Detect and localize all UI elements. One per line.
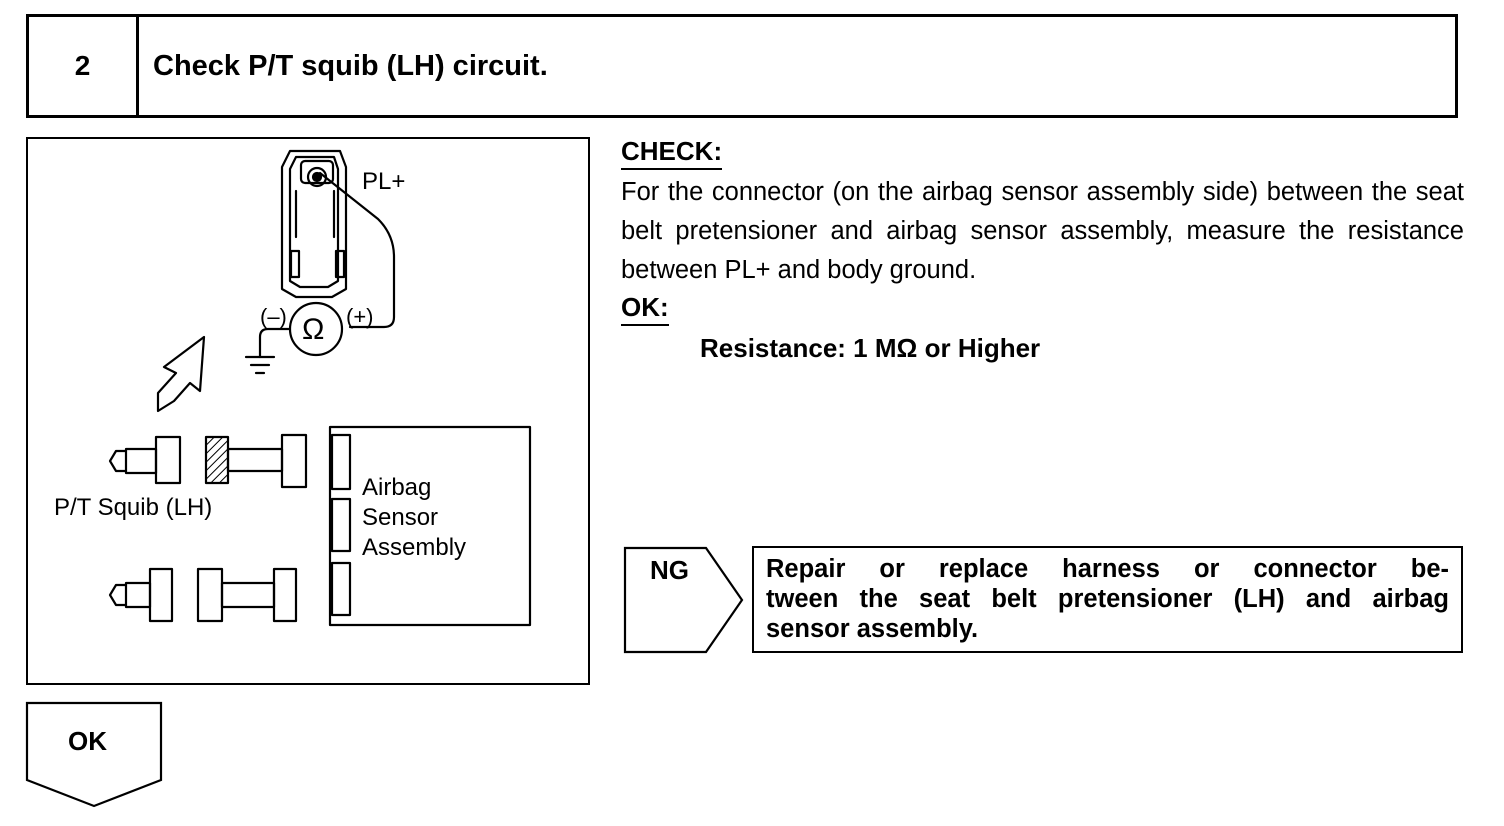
- ok-result-label: OK: [68, 726, 107, 756]
- ng-action-line: sensor assembly.: [766, 615, 979, 643]
- diagram-drawing: [108, 149, 532, 627]
- pt-squib-label: P/T Squib (LH): [54, 494, 213, 521]
- negative-lead: [258, 327, 292, 359]
- ng-action-box: Repair or replace harness or connector b…: [752, 546, 1463, 653]
- ok-criteria-value: Resistance: 1 MΩ or Higher: [700, 333, 1041, 363]
- ok-arrow-icon: [25, 701, 163, 808]
- check-heading: CHECK:: [621, 136, 723, 170]
- ng-action-line: Repair or replace harness or connector b…: [766, 555, 1449, 583]
- connector-diagram: PL+ (–) Ω (+) P/T Squib (LH) Airbag Sens…: [26, 137, 590, 685]
- ng-action-line: tween the seat belt pretensioner (LH) an…: [766, 585, 1449, 613]
- airbag-sensor-assembly-label: Airbag Sensor Assembly: [362, 474, 467, 561]
- ng-label: NG: [650, 555, 689, 585]
- pl-plus-label: PL+: [362, 168, 406, 195]
- airbag-sensor-assembly-icon: [328, 425, 532, 627]
- step-header: 2 Check P/T squib (LH) circuit.: [26, 14, 1458, 118]
- pt-squib-connector-bottom-icon: [108, 567, 298, 623]
- ground-symbol-icon: [244, 355, 276, 375]
- minus-terminal-label: (–): [260, 304, 287, 329]
- positive-lead: [318, 171, 396, 329]
- step-title: Check P/T squib (LH) circuit.: [153, 49, 548, 82]
- ok-criteria-heading: OK:: [621, 292, 669, 326]
- ohm-symbol: Ω: [302, 313, 325, 346]
- airbag-sensor-connector-icon: [280, 149, 348, 299]
- plus-terminal-label: (+): [346, 304, 374, 329]
- step-number: 2: [29, 17, 139, 115]
- ng-arrow-icon: [623, 546, 744, 654]
- direction-arrow-icon: [156, 335, 206, 413]
- pt-squib-connector-top-icon: [108, 433, 308, 489]
- check-instructions: For the connector (on the airbag sensor …: [621, 178, 1464, 284]
